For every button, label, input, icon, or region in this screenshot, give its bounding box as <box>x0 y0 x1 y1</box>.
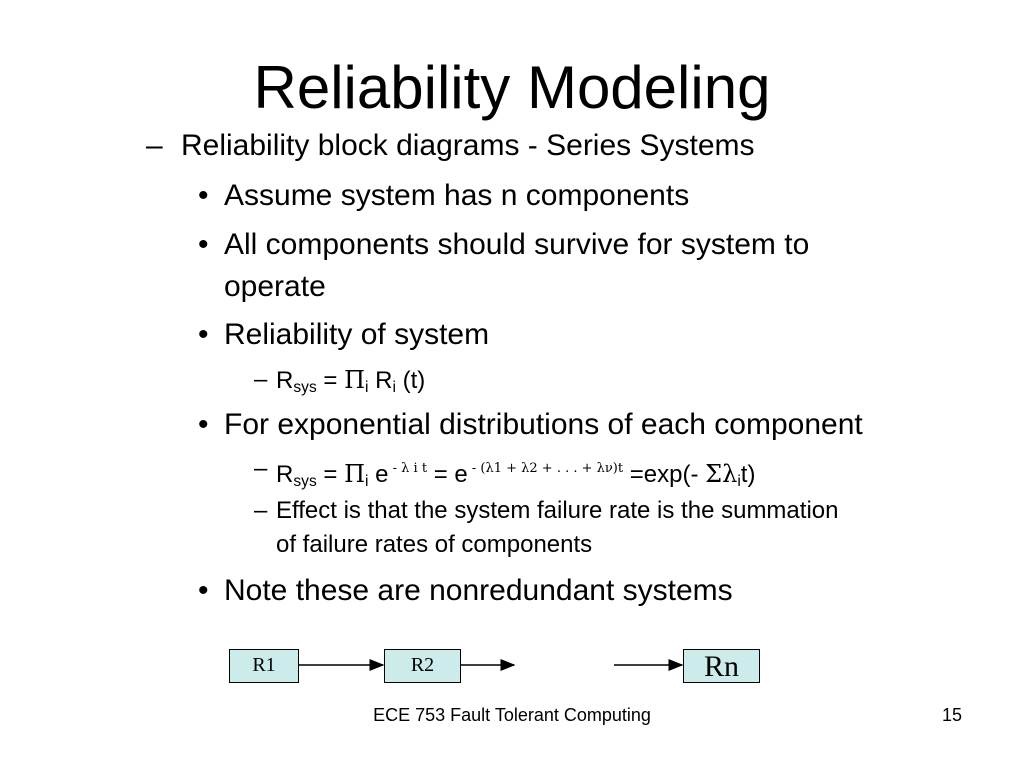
closing-t: t) <box>740 461 756 488</box>
exponent-lambda-i-t: - λ i t <box>388 461 428 476</box>
sub-bullet-text-line1: Effect is that the system failure rate i… <box>276 497 839 524</box>
bullet-item: • Assume system has n components <box>0 175 1024 217</box>
symbol-r: R <box>368 367 393 394</box>
subscript-i: i <box>737 472 741 490</box>
bullet-marker: • <box>198 318 209 351</box>
footer-course-title: ECE 753 Fault Tolerant Computing <box>373 705 651 725</box>
bullet-text: Note these are nonredundant systems <box>224 574 733 607</box>
diagram-arrows <box>299 659 684 671</box>
equation-text: Rsys = Πi Ri (t) <box>276 363 425 405</box>
equals-sign: = <box>316 461 345 488</box>
block-r1: R1 <box>229 649 299 683</box>
bullet-marker: • <box>198 228 209 261</box>
exp-function: =exp(- <box>623 461 706 488</box>
subscript-i: i <box>392 378 396 396</box>
sub-bullet-item: – Effect is that the system failure rate… <box>0 494 1024 562</box>
block-r2: R2 <box>384 649 461 683</box>
dash-marker: – <box>254 455 268 482</box>
equals-exponential-e: = e <box>427 461 468 488</box>
symbol-r: R <box>276 367 294 394</box>
subscript-sys: sys <box>293 472 317 490</box>
block-rn: Rn <box>683 649 760 683</box>
equation-exponential: – Rsys = Πi e - λ i t = e - (λ1 + λ2 + .… <box>0 452 1024 490</box>
bullet-text-line2: operate <box>224 270 326 303</box>
section-heading-text: Reliability block diagrams - Series Syst… <box>181 129 755 162</box>
bullet-text-line1: All components should survive for system… <box>224 228 810 261</box>
dash-marker: – <box>254 497 268 524</box>
bullet-item: • For exponential distributions of each … <box>0 404 1024 446</box>
subscript-i: i <box>365 472 369 490</box>
equation-reliability-product: – Rsys = Πi Ri (t) <box>0 363 1024 397</box>
equals-sign: = <box>316 367 345 394</box>
bullet-item: • Note these are nonredundant systems <box>0 570 1024 612</box>
bullet-marker: • <box>198 408 209 441</box>
equation-text: Rsys = Πi e - λ i t = e - (λ1 + λ2 + . .… <box>276 452 755 499</box>
dash-marker: – <box>254 366 268 393</box>
bullet-text: Assume system has n components <box>224 179 690 212</box>
subscript-i: i <box>365 378 369 396</box>
dash-marker: – <box>146 129 163 162</box>
bullet-text: For exponential distributions of each co… <box>224 408 863 441</box>
series-block-diagram: R1 R2 Rn <box>0 640 1024 690</box>
bullet-marker: • <box>198 179 209 212</box>
footer-page-number: 15 <box>941 705 962 725</box>
sigma-lambda-symbol: Σλ <box>705 460 738 488</box>
symbol-r: R <box>276 461 294 488</box>
bullet-text: Reliability of system <box>224 318 490 351</box>
subscript-sys: sys <box>293 378 317 396</box>
bullet-item: • Reliability of system <box>0 314 1024 356</box>
product-symbol: Π <box>344 460 366 488</box>
sub-bullet-text-line2: of failure rates of components <box>276 531 593 558</box>
slide-title: Reliability Modeling <box>253 54 771 121</box>
exponent-lambda-sum: - (λ1 + λ2 + . . . + λν)t <box>467 461 624 476</box>
bullet-item: • All components should survive for syst… <box>0 224 1024 308</box>
argument-t: (t) <box>395 367 426 394</box>
product-symbol: Π <box>344 366 366 394</box>
bullet-marker: • <box>198 574 209 607</box>
exponential-e: e <box>368 461 389 488</box>
section-heading: – Reliability block diagrams - Series Sy… <box>0 128 1024 164</box>
